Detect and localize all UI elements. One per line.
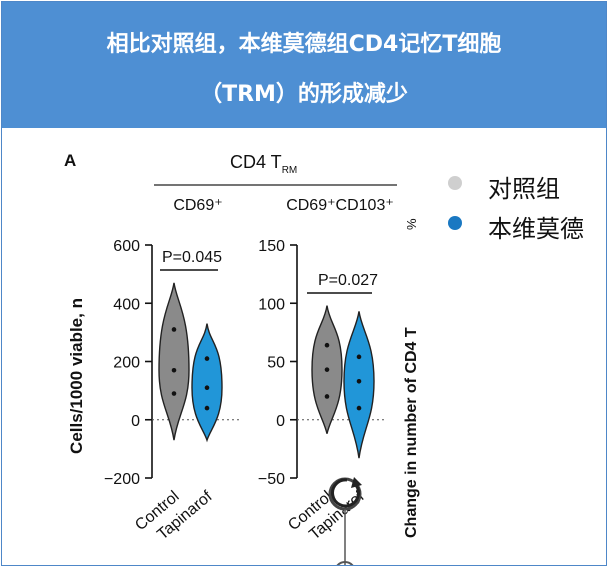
legend-label: 对照组 <box>488 175 560 203</box>
group-title: CD4 TRM <box>230 152 297 176</box>
y-tick-label: 100 <box>258 296 285 313</box>
right-y-axis-label: Change in number of CD4 T <box>403 327 420 538</box>
y-tick-label: −200 <box>104 471 140 488</box>
panel-title: CD69⁺CD103⁺ <box>286 197 394 214</box>
p-value: P=0.027 <box>318 272 378 289</box>
percent-fragment: % <box>404 218 419 230</box>
quartile-point <box>171 391 177 396</box>
title-banner: 相比对照组，本维莫德组CD4记忆T细胞 （TRM）的形成减少 <box>2 2 606 128</box>
violin-tapinarof <box>191 323 223 443</box>
quartile-point <box>324 394 330 399</box>
panel-letter: A <box>64 151 76 170</box>
y-axis-label: Cells/1000 viable, n <box>67 298 86 454</box>
chart-panel: CD69⁺CD103⁺150100500−50P=0.027ControlTap… <box>258 197 394 543</box>
y-tick-label: −50 <box>258 471 285 488</box>
chart-panels: CD69⁺6004002000−200P=0.045ControlTapinar… <box>104 197 394 543</box>
quartile-point <box>356 405 362 411</box>
y-tick-label: 600 <box>113 238 140 255</box>
quartile-point <box>324 342 330 348</box>
title-line-2: （TRM）的形成减少 <box>200 82 408 107</box>
violin-figure: A CD4 TRM Cells/1000 viable, n CD69⁺ 600 4… <box>64 151 420 566</box>
title-line-1: 相比对照组，本维莫德组CD4记忆T细胞 <box>106 32 502 57</box>
y-tick-label: 50 <box>267 355 285 372</box>
y-tick-label: 0 <box>276 413 285 430</box>
y-tick-label: 200 <box>113 355 140 372</box>
violin-tapinarof <box>343 311 375 459</box>
legend-dot-icon <box>448 216 462 230</box>
quartile-point <box>204 405 210 411</box>
quartile-point <box>324 367 330 372</box>
p-value: P=0.045 <box>162 249 222 266</box>
rotate-handle-icon[interactable] <box>328 477 362 566</box>
violin-control <box>158 282 190 441</box>
quartile-point <box>171 367 177 373</box>
quartile-point <box>356 354 362 360</box>
chart-panel: CD69⁺6004002000−200P=0.045ControlTapinar… <box>104 197 242 543</box>
quartile-point <box>204 356 210 361</box>
y-tick-label: 400 <box>113 296 140 313</box>
quartile-point <box>171 327 177 332</box>
y-tick-label: 0 <box>131 413 140 430</box>
quartile-point <box>356 379 362 384</box>
panel-title: CD69⁺ <box>173 197 222 214</box>
legend-dot-icon <box>448 176 462 190</box>
y-tick-label: 150 <box>258 238 285 255</box>
quartile-point <box>204 385 210 391</box>
legend-label: 本维莫德 <box>488 215 584 243</box>
